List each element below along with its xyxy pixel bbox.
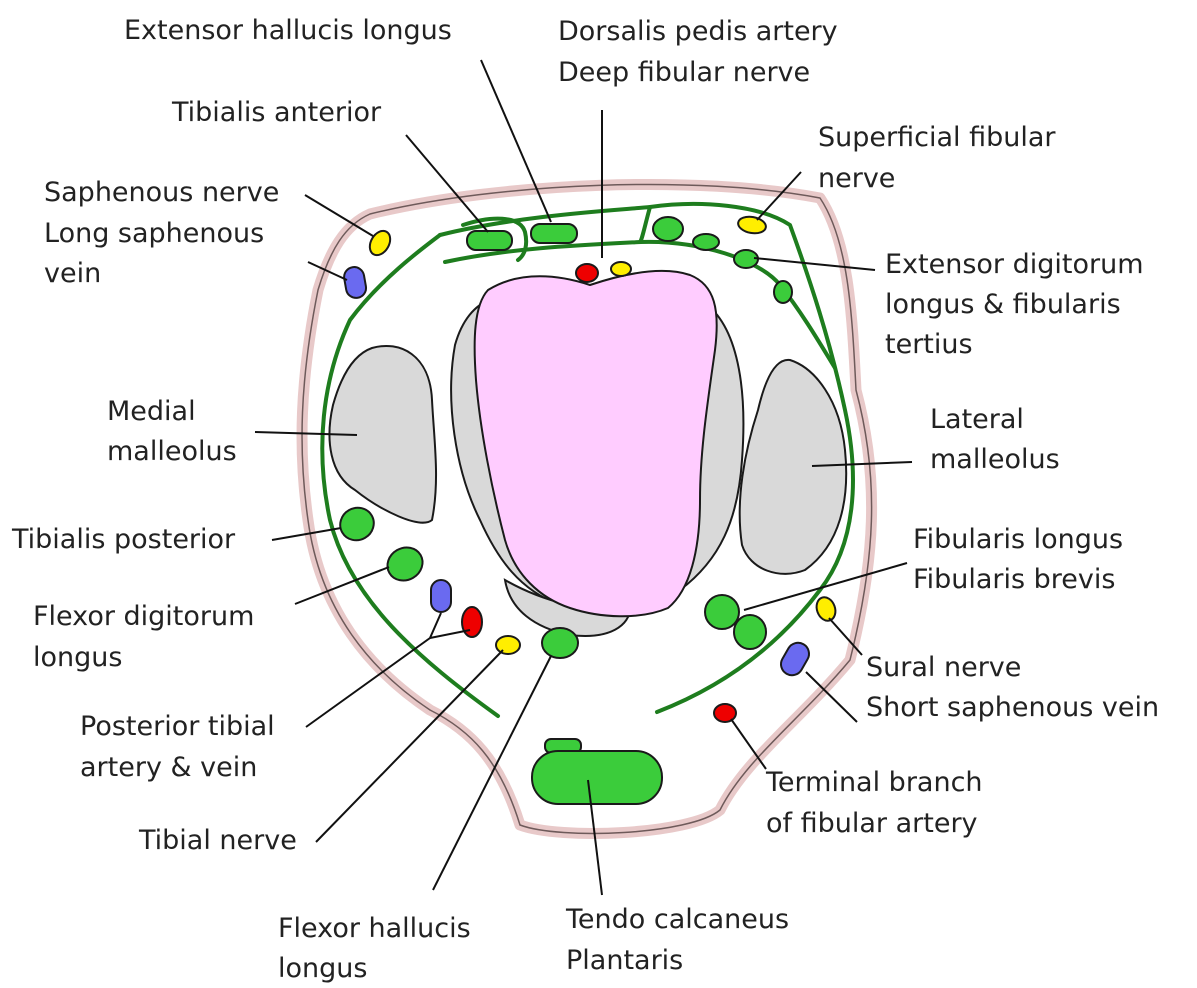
label-sural-nerve: Sural nerve — [866, 652, 1021, 683]
fibularis-tertius-tendon — [774, 281, 792, 303]
label-posterior-tibial-2: artery & vein — [80, 752, 257, 783]
label-tibialis-anterior: Tibialis anterior — [171, 97, 382, 128]
label-superficial-fibular-2: nerve — [818, 163, 895, 194]
label-flexor-digitorum-2: longus — [33, 642, 122, 673]
label-deep-fibular-nerve: Deep fibular nerve — [558, 57, 810, 88]
extensor-digitorum-tendon-1 — [653, 217, 683, 241]
label-terminal-branch-1: Terminal branch — [765, 767, 983, 798]
fibularis-longus-tendon — [705, 595, 739, 629]
flexor-hallucis-longus-tendon — [542, 628, 578, 658]
posterior-tibial-vein — [431, 580, 451, 612]
fibularis-brevis-tendon — [734, 615, 766, 649]
label-extensor-digitorum-2: longus & fibularis — [885, 289, 1121, 320]
label-dorsalis-pedis-artery: Dorsalis pedis artery — [558, 16, 838, 47]
tibialis-anterior-tendon — [467, 231, 512, 250]
label-superficial-fibular-1: Superficial fibular — [818, 122, 1056, 153]
label-lateral-malleolus-1: Lateral — [930, 404, 1024, 435]
label-extensor-hallucis-longus: Extensor hallucis longus — [124, 15, 452, 46]
label-posterior-tibial-1: Posterior tibial — [80, 711, 275, 742]
dorsalis-pedis-artery — [576, 264, 598, 282]
tendo-calcaneus — [532, 751, 662, 804]
label-long-saphenous-2: vein — [44, 258, 101, 289]
label-flexor-hallucis-1: Flexor hallucis — [278, 913, 471, 944]
tibial-nerve — [496, 636, 520, 654]
label-flexor-digitorum-1: Flexor digitorum — [33, 601, 254, 632]
extensor-hallucis-longus-tendon — [531, 224, 577, 243]
label-extensor-digitorum-3: tertius — [885, 329, 973, 360]
label-medial-malleolus-1: Medial — [107, 396, 196, 427]
label-long-saphenous-1: Long saphenous — [44, 218, 264, 249]
label-short-saphenous-vein: Short saphenous vein — [866, 692, 1159, 723]
label-tibial-nerve: Tibial nerve — [138, 825, 297, 856]
label-fibularis-brevis: Fibularis brevis — [913, 564, 1115, 595]
label-fibularis-longus: Fibularis longus — [913, 524, 1123, 555]
terminal-fibular-artery — [714, 704, 736, 722]
posterior-tibial-artery — [462, 607, 482, 637]
label-terminal-branch-2: of fibular artery — [766, 808, 978, 839]
label-lateral-malleolus-2: malleolus — [930, 444, 1060, 475]
label-tibialis-posterior: Tibialis posterior — [11, 524, 236, 555]
label-medial-malleolus-2: malleolus — [107, 436, 237, 467]
label-saphenous-nerve: Saphenous nerve — [44, 177, 279, 208]
deep-fibular-nerve — [611, 262, 631, 276]
label-flexor-hallucis-2: longus — [278, 953, 367, 984]
label-extensor-digitorum-1: Extensor digitorum — [885, 249, 1144, 280]
label-tendo-calcaneus: Tendo calcaneus — [565, 904, 789, 935]
extensor-digitorum-tendon-2 — [693, 234, 719, 250]
label-plantaris: Plantaris — [566, 945, 683, 976]
